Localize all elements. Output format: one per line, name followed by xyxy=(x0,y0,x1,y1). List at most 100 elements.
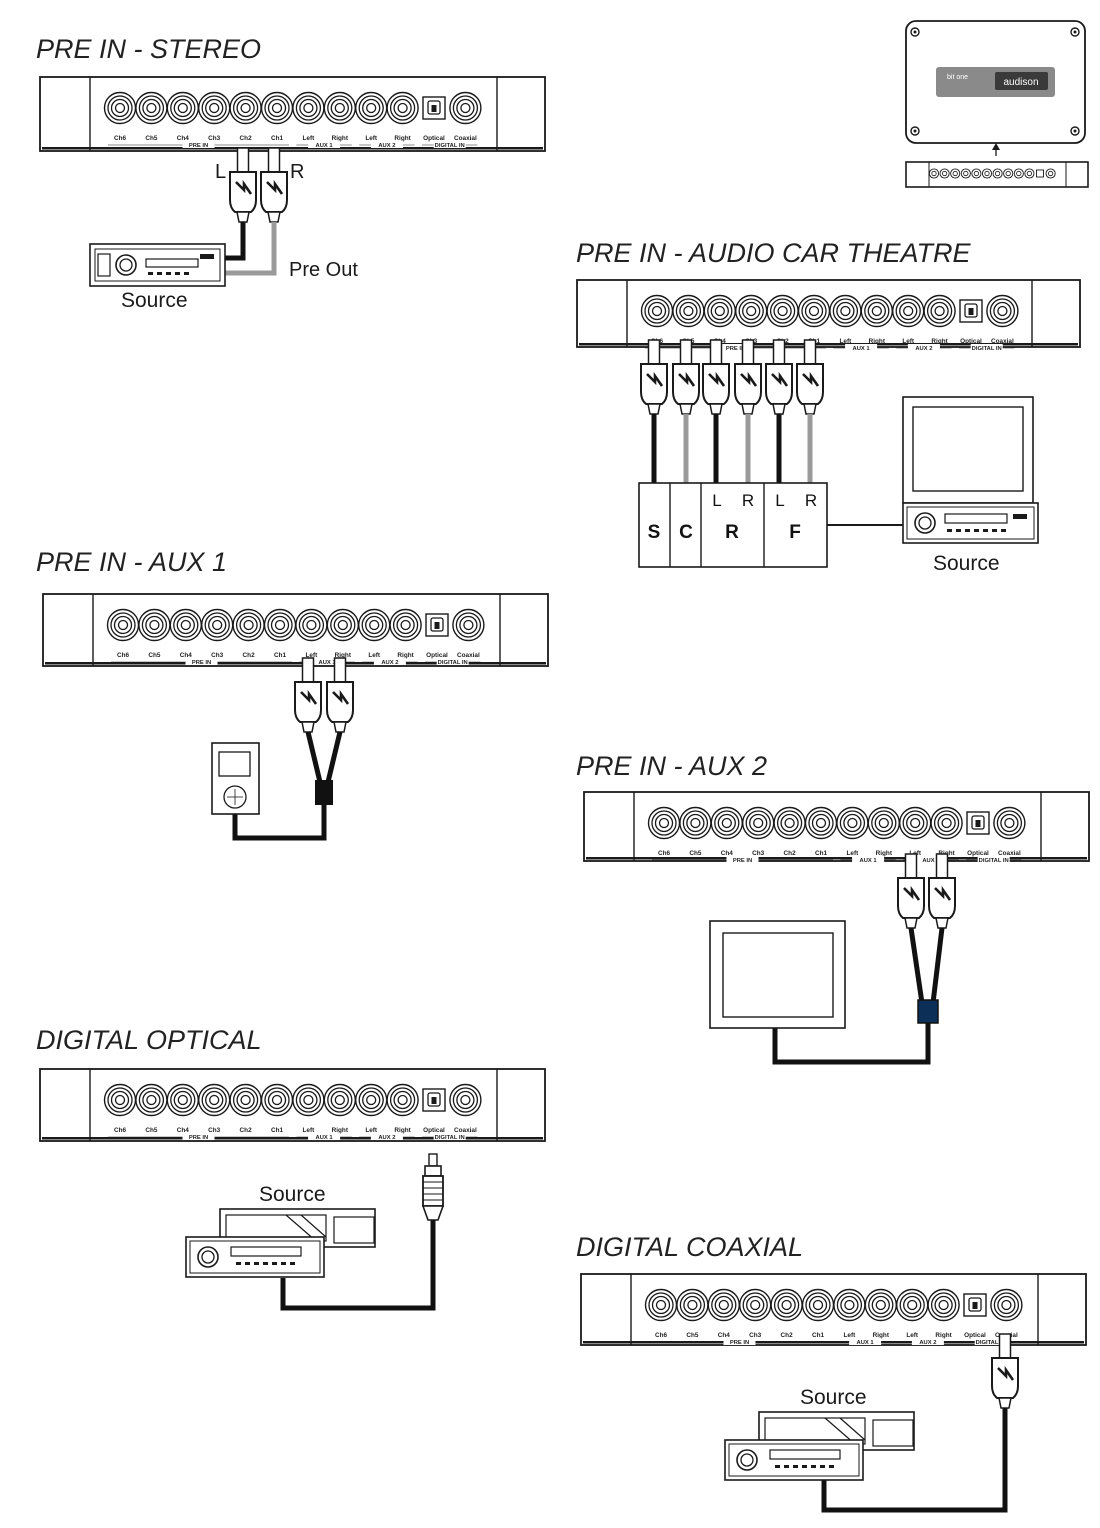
rca-port-icon xyxy=(679,806,712,840)
rca-port-icon xyxy=(323,91,356,125)
rca-port-icon xyxy=(292,1083,325,1117)
rca-port-icon xyxy=(993,806,1026,840)
speaker-box: S C R F L R L R xyxy=(638,482,828,568)
rca-port-icon xyxy=(773,806,806,840)
port-label: Right xyxy=(931,338,948,345)
rca-port-icon xyxy=(292,91,325,125)
port-group-label: DIGITAL IN xyxy=(435,143,465,149)
rca-port-icon xyxy=(923,294,956,328)
port-label: Left xyxy=(840,338,853,345)
theatre-title: PRE IN - AUDIO CAR THEATRE xyxy=(576,238,972,268)
rca-port-icon xyxy=(647,806,681,840)
port-label: Ch1 xyxy=(815,850,828,857)
port-label: Ch3 xyxy=(749,1332,762,1339)
port-group-label: PRE IN xyxy=(733,858,752,864)
rca-port-icon xyxy=(135,1083,168,1117)
car-stereo-icon xyxy=(185,1208,376,1278)
rca-port-icon xyxy=(166,91,200,125)
optical-port-icon xyxy=(422,96,446,120)
optical-port-icon xyxy=(966,811,990,835)
port-label: Ch4 xyxy=(180,652,193,659)
rca-port-icon xyxy=(860,294,893,328)
speaker-label: C xyxy=(679,522,693,543)
rca-port-icon xyxy=(326,608,359,642)
port-group-label: AUX 1 xyxy=(316,1135,334,1141)
port-label: Left xyxy=(306,652,319,659)
port-label: Ch2 xyxy=(784,850,797,857)
aux2-title: PRE IN - AUX 2 xyxy=(576,751,767,781)
rca-port-icon xyxy=(892,294,925,328)
rca-port-icon xyxy=(389,608,422,642)
rca-port-icon xyxy=(232,608,265,642)
rca-port-icon xyxy=(927,1288,960,1322)
port-label: Right xyxy=(394,135,411,142)
music-player-icon xyxy=(211,742,260,815)
optical-port-icon xyxy=(422,1088,446,1112)
rca-port-icon xyxy=(135,91,168,125)
port-group-label: AUX 1 xyxy=(857,1340,875,1346)
rca-port-icon xyxy=(833,1288,866,1322)
port-group-label: PRE IN xyxy=(189,143,208,149)
right-label: R xyxy=(805,491,817,510)
port-label: Right xyxy=(332,1127,349,1134)
port-label: Optical xyxy=(960,338,982,345)
port-label: Ch6 xyxy=(114,135,127,142)
port-group-label: AUX 1 xyxy=(316,143,334,149)
rca-port-icon xyxy=(197,91,231,125)
port-label: Ch5 xyxy=(145,135,158,142)
rca-port-icon xyxy=(986,294,1019,328)
processor-device: bit one audison xyxy=(905,20,1089,188)
pre-out-label: Pre Out xyxy=(289,259,358,281)
rca-port-icon xyxy=(896,1288,929,1322)
port-label: Ch5 xyxy=(686,1332,699,1339)
rca-port-icon xyxy=(103,1083,137,1117)
port-label: Ch6 xyxy=(114,1127,127,1134)
port-label: Right xyxy=(332,135,349,142)
rca-port-icon xyxy=(452,608,485,642)
rca-port-icon xyxy=(138,608,171,642)
rca-port-icon xyxy=(169,608,203,642)
right-label: R xyxy=(742,491,754,510)
rca-port-icon xyxy=(295,608,328,642)
port-group-label: AUX 2 xyxy=(922,858,939,864)
port-label: Left xyxy=(303,1127,316,1134)
rca-port-icon xyxy=(801,1288,835,1322)
port-label: Ch3 xyxy=(208,135,221,142)
aux1-title: PRE IN - AUX 1 xyxy=(36,547,227,577)
port-label: Ch3 xyxy=(211,652,224,659)
rca-port-icon xyxy=(106,608,140,642)
port-label: Left xyxy=(906,1332,919,1339)
rca-port-icon xyxy=(260,1083,294,1117)
port-label: Optical xyxy=(426,652,448,659)
rca-port-icon xyxy=(990,1288,1023,1322)
port-group-label: AUX 1 xyxy=(853,346,871,352)
speaker-label: F xyxy=(789,522,801,543)
port-label: Coaxial xyxy=(991,338,1014,345)
port-label: Ch6 xyxy=(658,850,671,857)
screen-device-icon xyxy=(709,920,846,1029)
port-label: Ch3 xyxy=(208,1127,221,1134)
port-label: Ch2 xyxy=(240,135,253,142)
port-label: Ch1 xyxy=(274,652,287,659)
port-group-label: PRE IN xyxy=(192,660,211,666)
rca-port-icon xyxy=(229,91,262,125)
rca-port-icon xyxy=(229,1083,262,1117)
rca-port-icon xyxy=(703,294,736,328)
model-label: bit one xyxy=(947,74,968,81)
rca-port-icon xyxy=(166,1083,200,1117)
rca-port-icon xyxy=(804,806,838,840)
rca-port-icon xyxy=(263,608,297,642)
speaker-label: R xyxy=(725,522,739,543)
optical-port-icon xyxy=(959,299,983,323)
port-label: Right xyxy=(935,1332,952,1339)
port-group-label: DIGITAL IN xyxy=(979,858,1009,864)
